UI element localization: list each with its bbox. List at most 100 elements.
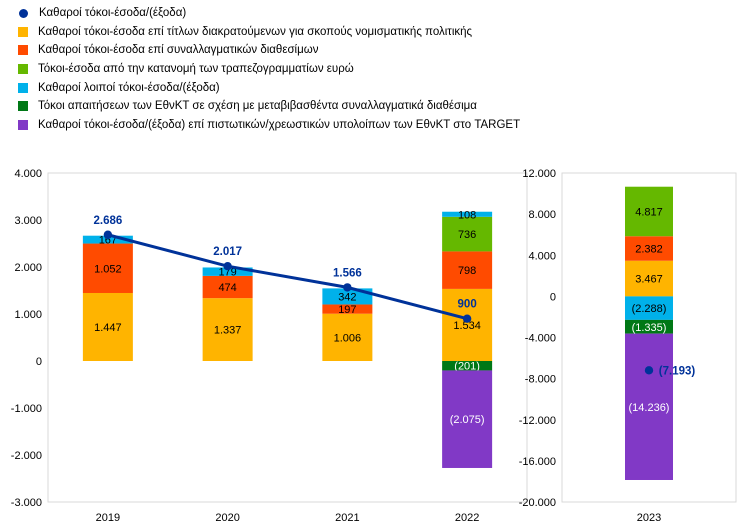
legend-item: Καθαροί τόκοι-έσοδα/(έξοδα) επί πιστωτικ…	[18, 116, 520, 135]
bar-data-label: 197	[338, 304, 356, 316]
y-tick-label: -20.000	[519, 497, 556, 509]
bar-data-label: (201)	[454, 361, 480, 373]
x-tick-label: 2022	[455, 512, 479, 524]
bar-data-label: 179	[218, 267, 236, 279]
legend-label: Καθαροί τόκοι-έσοδα επί τίτλων διακρατού…	[38, 25, 473, 38]
bar-segment	[625, 260, 673, 297]
y-tick-label: 1.000	[14, 309, 42, 321]
y-tick-label: -16.000	[519, 456, 556, 468]
x-tick-label: 2020	[215, 512, 239, 524]
bar-segment	[442, 361, 493, 371]
bar-data-label: (14.236)	[629, 402, 670, 414]
plot-frame	[47, 172, 528, 503]
y-tick-label: 12.000	[522, 168, 556, 180]
y-tick-label: -8.000	[525, 374, 556, 386]
bar-segment	[202, 275, 253, 299]
bar-segment	[82, 235, 133, 244]
bar-segment	[202, 267, 253, 276]
y-tick-label: -2.000	[11, 450, 42, 462]
bar-segment	[82, 243, 133, 293]
legend-item: Καθαροί τόκοι-έσοδα επί τίτλων διακρατού…	[18, 23, 520, 42]
bar-segment	[442, 288, 493, 361]
bar-segment	[82, 292, 133, 361]
total-data-label: (7.193)	[659, 365, 696, 377]
legend-item: Καθαροί τόκοι-έσοδα επί συναλλαγματικών …	[18, 41, 520, 60]
y-tick-label: 4.000	[14, 168, 42, 180]
bar-segment	[625, 333, 673, 480]
bar-segment	[322, 304, 373, 314]
legend-swatch	[18, 82, 28, 93]
y-tick-label: 8.000	[528, 209, 556, 221]
x-tick-label: 2023	[637, 512, 661, 524]
legend-label: Καθαροί τόκοι-έσοδα/(έξοδα) επί πιστωτικ…	[38, 118, 521, 131]
chart-legend: Καθαροί τόκοι-έσοδα/(έξοδα) Καθαροί τόκοι…	[18, 4, 520, 134]
y-tick-label: 4.000	[528, 250, 556, 262]
y-tick-label: -1.000	[11, 403, 42, 415]
y-tick-label: 3.000	[14, 215, 42, 227]
total-marker	[103, 230, 113, 239]
legend-item: Καθαροί τόκοι-έσοδα/(έξοδα)	[18, 4, 520, 23]
bar-data-label: 736	[458, 229, 476, 241]
legend-label: Καθαροί τόκοι-έσοδα επί συναλλαγματικών …	[38, 44, 319, 57]
y-tick-label: 2.000	[14, 262, 42, 274]
y-tick-label: -12.000	[519, 415, 556, 427]
x-tick-label: 2021	[335, 512, 359, 524]
y-tick-label: 0	[36, 356, 42, 368]
legend-label: Τόκοι απαιτήσεων των ΕθνΚΤ σε σχέση με μ…	[38, 100, 477, 113]
bar-data-label: 1.447	[94, 322, 122, 334]
total-marker	[343, 283, 352, 292]
bar-segment	[322, 313, 373, 361]
plot-frame	[561, 172, 737, 503]
legend-swatch	[19, 8, 28, 18]
bar-data-label: 1.534	[453, 320, 481, 332]
bar-segment	[625, 319, 673, 334]
bar-segment	[442, 211, 493, 217]
total-line	[107, 233, 468, 321]
legend-swatch	[18, 101, 28, 112]
total-marker	[462, 314, 472, 323]
bar-segment	[202, 298, 253, 361]
bar-segment	[442, 216, 493, 252]
legend-item: Τόκοι-έσοδα από την κατανομή των τραπεζο…	[18, 60, 520, 79]
total-marker	[644, 366, 654, 375]
y-tick-label: 0	[550, 291, 556, 303]
x-tick-label: 2019	[96, 512, 120, 524]
legend-swatch	[18, 45, 28, 56]
y-tick-label: -3.000	[11, 497, 42, 509]
bar-data-label: (2.288)	[632, 303, 667, 315]
bar-data-label: 1.052	[94, 263, 122, 275]
total-marker	[223, 262, 232, 271]
legend-item: Τόκοι απαιτήσεων των ΕθνΚΤ σε σχέση με μ…	[18, 97, 520, 116]
total-data-label: 900	[458, 299, 477, 311]
total-data-label: 2.686	[93, 215, 122, 227]
bar-data-label: 2.382	[635, 243, 663, 255]
bar-data-label: 1.337	[214, 325, 242, 337]
legend-label: Καθαροί τόκοι-έσοδα/(έξοδα)	[39, 7, 187, 20]
bar-data-label: 4.817	[635, 206, 663, 218]
bar-segment	[322, 288, 373, 305]
bar-segment	[625, 236, 673, 261]
bar-segment	[625, 296, 673, 320]
legend-item: Καθαροί λοιποί τόκοι-έσοδα/(έξοδα)	[18, 78, 520, 97]
bar-segment	[625, 186, 673, 237]
bar-data-label: 1.006	[334, 332, 362, 344]
total-data-label: 1.566	[333, 267, 362, 279]
legend-swatch	[18, 64, 28, 75]
bar-data-label: 167	[99, 235, 117, 247]
bar-data-label: 474	[218, 282, 236, 294]
bar-data-label: (2.075)	[450, 414, 485, 426]
total-data-label: 2.017	[213, 246, 242, 258]
bar-data-label: (1.335)	[632, 322, 667, 334]
bar-data-label: 798	[458, 265, 476, 277]
bar-segment	[442, 251, 493, 289]
legend-label: Καθαροί λοιποί τόκοι-έσοδα/(έξοδα)	[38, 81, 220, 94]
y-tick-label: -4.000	[525, 333, 556, 345]
bar-segment	[442, 370, 493, 468]
bar-data-label: 3.467	[635, 274, 663, 286]
bar-data-label: 342	[338, 291, 356, 303]
legend-label: Τόκοι-έσοδα από την κατανομή των τραπεζο…	[38, 63, 354, 76]
legend-swatch	[18, 119, 28, 130]
legend-swatch	[18, 26, 28, 37]
